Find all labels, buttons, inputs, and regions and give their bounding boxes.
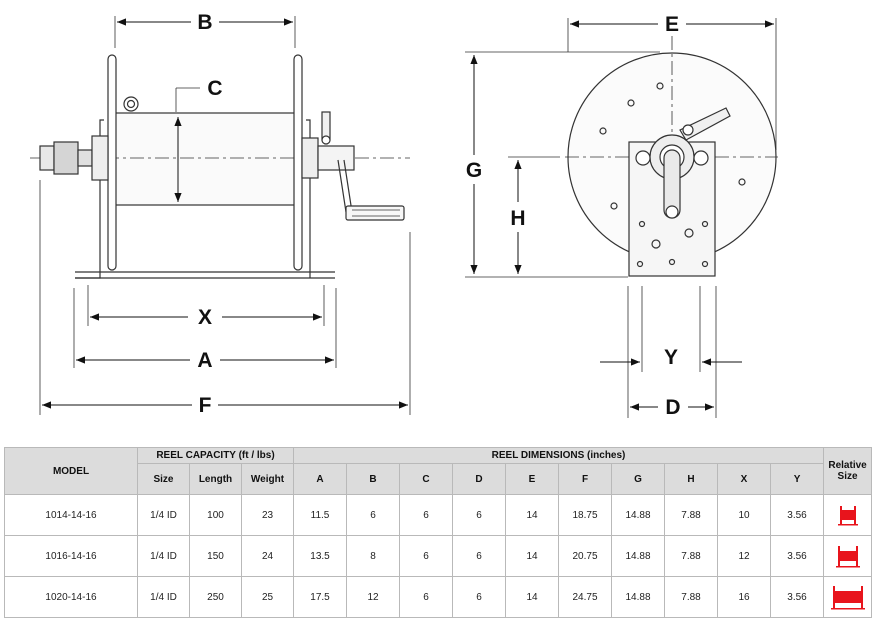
reel-spec-table: MODEL REEL CAPACITY (ft / lbs) REEL DIME… xyxy=(4,447,873,618)
header-h: H xyxy=(664,463,718,495)
cell-c: 6 xyxy=(399,535,453,577)
cell-d: 6 xyxy=(452,494,506,536)
right-flange xyxy=(293,54,303,271)
cell-model: 1020-14-16 xyxy=(4,576,138,618)
header-a: A xyxy=(293,463,347,495)
drum xyxy=(114,112,296,206)
cell-f: 24.75 xyxy=(558,576,612,618)
cell-c: 6 xyxy=(399,576,453,618)
side-view xyxy=(30,16,411,415)
table-row: 1014-14-16 1/4 ID 100 23 11.5 6 6 6 14 1… xyxy=(4,494,873,536)
cell-x: 12 xyxy=(717,535,771,577)
header-d: D xyxy=(452,463,506,495)
front-view xyxy=(465,18,778,418)
dim-label-b: B xyxy=(197,11,212,34)
header-c: C xyxy=(399,463,453,495)
table-row: 1020-14-16 1/4 ID 250 25 17.5 12 6 6 14 … xyxy=(4,576,873,618)
header-e: E xyxy=(505,463,559,495)
cell-g: 14.88 xyxy=(611,576,665,618)
header-length: Length xyxy=(189,463,242,495)
cell-size: 1/4 ID xyxy=(137,494,190,536)
cell-h: 7.88 xyxy=(664,576,718,618)
cell-e: 14 xyxy=(505,535,559,577)
cell-f: 20.75 xyxy=(558,535,612,577)
column-header-row: Size Length Weight A B C D E F G H X Y xyxy=(5,463,872,495)
dim-label-y: Y xyxy=(664,346,678,369)
cell-g: 14.88 xyxy=(611,535,665,577)
cell-weight: 24 xyxy=(241,535,294,577)
cell-y: 3.56 xyxy=(769,576,825,618)
cell-weight: 23 xyxy=(241,494,294,536)
cell-h: 7.88 xyxy=(664,535,718,577)
header-reel-capacity: REEL CAPACITY (ft / lbs) xyxy=(137,447,294,464)
cell-a: 17.5 xyxy=(293,576,347,618)
cell-relative-size xyxy=(823,576,873,618)
cell-e: 14 xyxy=(505,494,559,536)
header-relative-size: Relative Size xyxy=(823,447,873,495)
dim-label-d: D xyxy=(665,396,680,419)
header-x: X xyxy=(717,463,771,495)
small-red-reel-icon xyxy=(837,506,858,526)
header-y: Y xyxy=(769,463,825,495)
cell-size: 1/4 ID xyxy=(137,535,190,577)
dim-label-g: G xyxy=(466,159,482,182)
table-row: 1016-14-16 1/4 ID 150 24 13.5 8 6 6 14 2… xyxy=(4,535,873,577)
header-size: Size xyxy=(137,463,190,495)
cell-x: 16 xyxy=(717,576,771,618)
cell-g: 14.88 xyxy=(611,494,665,536)
large-red-reel-icon xyxy=(830,586,865,610)
cell-relative-size xyxy=(823,535,873,577)
cell-weight: 25 xyxy=(241,576,294,618)
cell-a: 13.5 xyxy=(293,535,347,577)
dim-label-e: E xyxy=(665,13,679,36)
cell-y: 3.56 xyxy=(769,535,825,577)
cell-y: 3.56 xyxy=(769,494,825,536)
cell-b: 8 xyxy=(346,535,400,577)
cell-a: 11.5 xyxy=(293,494,347,536)
dim-label-c: C xyxy=(207,77,222,100)
cell-c: 6 xyxy=(399,494,453,536)
dim-label-x: X xyxy=(198,306,212,329)
reel-dimension-drawing: B C X A F xyxy=(30,11,778,419)
cell-length: 250 xyxy=(189,576,242,618)
crank-handle xyxy=(345,205,405,221)
cell-model: 1016-14-16 xyxy=(4,535,138,577)
header-model: MODEL xyxy=(4,447,138,495)
cell-size: 1/4 ID xyxy=(137,576,190,618)
cell-length: 100 xyxy=(189,494,242,536)
cell-b: 12 xyxy=(346,576,400,618)
dim-label-h: H xyxy=(510,207,525,230)
header-weight: Weight xyxy=(241,463,294,495)
dim-label-f: F xyxy=(199,394,212,417)
cell-d: 6 xyxy=(452,576,506,618)
header-g: G xyxy=(611,463,665,495)
cell-e: 14 xyxy=(505,576,559,618)
header-reel-dimensions: REEL DIMENSIONS (inches) xyxy=(292,447,825,464)
cell-h: 7.88 xyxy=(664,494,718,536)
dim-label-a: A xyxy=(197,349,212,372)
header-f: F xyxy=(558,463,612,495)
cell-b: 6 xyxy=(346,494,400,536)
cell-model: 1014-14-16 xyxy=(4,494,138,536)
cell-x: 10 xyxy=(717,494,771,536)
header-b: B xyxy=(346,463,400,495)
cell-length: 150 xyxy=(189,535,242,577)
cell-relative-size xyxy=(823,494,873,536)
left-flange xyxy=(107,54,117,271)
cell-d: 6 xyxy=(452,535,506,577)
cell-f: 18.75 xyxy=(558,494,612,536)
medium-red-reel-icon xyxy=(835,546,860,568)
